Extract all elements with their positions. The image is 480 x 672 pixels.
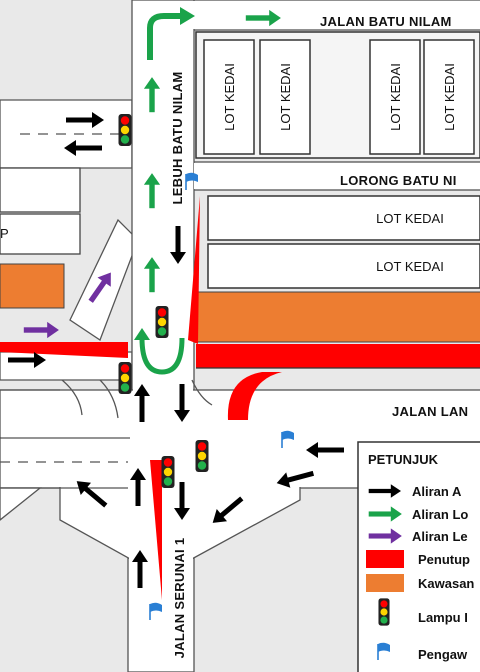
- lot-kedai-label-1: LOT KEDAI: [222, 63, 237, 131]
- legend-item-label: Lampu I: [418, 610, 468, 625]
- traffic-light-icon: [118, 114, 132, 146]
- traffic-light-icon: [161, 456, 175, 488]
- legend-red-swatch: [366, 550, 404, 568]
- closure-serunai-taper: [150, 460, 162, 600]
- traffic-light-icon: [195, 440, 209, 472]
- lot-kedai-2: [259, 39, 311, 155]
- lot-kedai-5: [207, 195, 480, 241]
- lot-kedai-4: [423, 39, 475, 155]
- lane-markings: [0, 133, 132, 463]
- legend-item-label: Aliran A: [412, 484, 462, 499]
- p-label: P: [0, 226, 9, 241]
- lot-kedai-3: [369, 39, 421, 155]
- closure-corner-curve: [227, 372, 282, 420]
- closure-right-bar: [196, 344, 480, 368]
- label-jalan-lan: JALAN LAN: [392, 404, 468, 419]
- lot-kedai-label-3: LOT KEDAI: [388, 63, 403, 131]
- lot-kedai-label-6: LOT KEDAI: [376, 259, 444, 274]
- left-block-p: [0, 213, 81, 255]
- traffic-light-icon: [155, 306, 169, 338]
- closure-left-taper: [0, 342, 128, 358]
- left-blocks: [0, 167, 81, 255]
- label-jalan-batu-nilam: JALAN BATU NILAM: [320, 14, 452, 29]
- legend-orange-swatch: [366, 574, 404, 592]
- lot-kedai-1: [203, 39, 255, 155]
- left-block-top: [0, 167, 81, 213]
- road-closures: [0, 196, 480, 600]
- legend: PETUNJUK Aliran A Aliran Lo Aliran Le Pe…: [357, 441, 480, 672]
- legend-item-label: Aliran Lo: [412, 507, 468, 522]
- orange-area-right: [195, 291, 480, 343]
- green-flow-arrows: [134, 7, 281, 375]
- legend-item-label: Aliran Le: [412, 529, 468, 544]
- orange-area-left: [0, 263, 65, 309]
- legend-item-label: Pengaw: [418, 647, 468, 662]
- label-jalan-serunai: JALAN SERUNAI 1: [172, 538, 187, 659]
- lot-kedai-label-2: LOT KEDAI: [278, 63, 293, 131]
- top-lots: [195, 31, 480, 159]
- kerbs: [0, 379, 213, 489]
- label-lorong-batu-nilam: LORONG BATU NI: [340, 173, 457, 188]
- traffic-light-icon: [118, 362, 132, 394]
- lot-kedai-6: [207, 243, 480, 289]
- label-lebuh-batu-nilam: LEBUH BATU NILAM: [170, 71, 185, 204]
- lot-kedai-label-5: LOT KEDAI: [376, 211, 444, 226]
- legend-item-label: Penutup: [418, 552, 470, 567]
- closure-median-taper: [188, 196, 200, 344]
- lot-kedai-label-4: LOT KEDAI: [442, 63, 457, 131]
- legend-title: PETUNJUK: [368, 452, 439, 467]
- legend-traffic-light-icon: [378, 598, 390, 626]
- legend-item-label: Kawasan: [418, 576, 474, 591]
- middle-lots: [207, 195, 480, 289]
